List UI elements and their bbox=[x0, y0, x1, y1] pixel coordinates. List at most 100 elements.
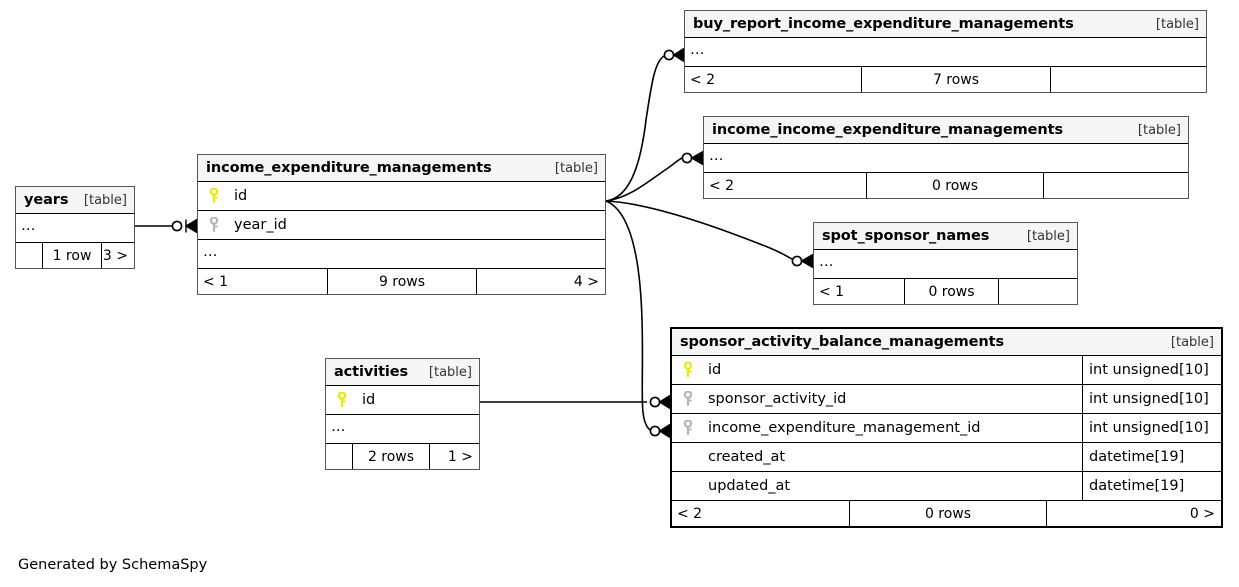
footer-row-count[interactable]: 1 row bbox=[42, 243, 102, 268]
connector-circle bbox=[649, 425, 661, 437]
column-name-label: updated_at bbox=[708, 478, 791, 494]
column-main-cell: sponsor_activity_id bbox=[672, 385, 1082, 413]
table-kind-label: [table] bbox=[554, 160, 598, 176]
footer-children-count[interactable]: 4 > bbox=[573, 273, 599, 290]
column-row-id[interactable]: id int unsigned[10] bbox=[672, 356, 1221, 385]
table-footer-sponsor_activity_balance_managements: < 2 0 rows 0 > bbox=[672, 501, 1221, 526]
column-name-label: id bbox=[362, 392, 376, 408]
table-header-sponsor_activity_balance_managements[interactable]: sponsor_activity_balance_managements[tab… bbox=[672, 329, 1221, 356]
edge-ie-to-income-income bbox=[605, 157, 683, 202]
primary-key-icon bbox=[206, 187, 222, 204]
table-header-buy_report_income_expenditure_managements[interactable]: buy_report_income_expenditure_management… bbox=[685, 11, 1206, 38]
more-columns-cell: … bbox=[704, 144, 1188, 172]
footer-parents-count[interactable]: < 1 bbox=[819, 283, 845, 300]
footer-children-count[interactable]: 1 > bbox=[447, 448, 473, 465]
column-main-cell: income_expenditure_management_id bbox=[672, 414, 1082, 442]
primary-key-icon bbox=[680, 361, 696, 378]
edge-ie-to-sponsor-activity bbox=[605, 200, 651, 431]
more-columns-row[interactable]: … bbox=[814, 250, 1077, 279]
more-columns-row[interactable]: … bbox=[198, 240, 605, 269]
footer-parents-count[interactable] bbox=[326, 444, 352, 469]
ellipsis-label: … bbox=[709, 148, 725, 164]
more-columns-row[interactable]: … bbox=[685, 38, 1206, 67]
more-columns-row[interactable]: … bbox=[16, 214, 134, 243]
column-name-label: id bbox=[708, 362, 722, 378]
crow-foot-icon bbox=[184, 218, 198, 234]
table-footer-spot_sponsor_names: < 1 0 rows bbox=[814, 279, 1077, 304]
column-name-label: id bbox=[234, 188, 248, 204]
connector-circle bbox=[681, 152, 693, 164]
more-columns-cell: … bbox=[198, 240, 605, 268]
connector-circle bbox=[649, 396, 661, 408]
footer-row-count[interactable]: 0 rows bbox=[849, 501, 1047, 526]
table-node-income_expenditure_managements[interactable]: income_expenditure_managements[table]id y… bbox=[197, 154, 606, 295]
footer-parents-count[interactable]: < 2 bbox=[709, 177, 735, 194]
table-node-activities[interactable]: activities[table] id … 2 rows 1 > bbox=[325, 358, 480, 470]
column-type-label: datetime[19] bbox=[1082, 443, 1221, 471]
primary-key-icon bbox=[334, 391, 350, 408]
table-footer-buy_report_income_expenditure_managements: < 2 7 rows bbox=[685, 67, 1206, 92]
column-type-label: int unsigned[10] bbox=[1082, 356, 1221, 384]
column-row-id[interactable]: id bbox=[198, 182, 605, 211]
footer-children-count[interactable]: 0 > bbox=[1189, 505, 1215, 522]
foreign-key-icon bbox=[206, 216, 222, 233]
footer-parents-count[interactable]: < 2 bbox=[677, 505, 703, 522]
footer-parents-count[interactable]: < 1 bbox=[203, 273, 229, 290]
footer-children-count[interactable] bbox=[999, 279, 1077, 304]
table-footer-income_expenditure_managements: < 1 9 rows 4 > bbox=[198, 269, 605, 294]
column-name-label: income_expenditure_management_id bbox=[708, 420, 981, 436]
column-name-label: sponsor_activity_id bbox=[708, 391, 847, 407]
column-main-cell: id bbox=[326, 386, 479, 414]
more-columns-cell: … bbox=[814, 250, 1077, 278]
table-header-spot_sponsor_names[interactable]: spot_sponsor_names[table] bbox=[814, 223, 1077, 250]
table-footer-activities: 2 rows 1 > bbox=[326, 444, 479, 469]
crow-foot-icon bbox=[658, 423, 671, 439]
table-node-spot_sponsor_names[interactable]: spot_sponsor_names[table]… < 1 0 rows bbox=[813, 222, 1078, 305]
table-node-sponsor_activity_balance_managements[interactable]: sponsor_activity_balance_managements[tab… bbox=[670, 327, 1223, 528]
ellipsis-label: … bbox=[203, 244, 219, 260]
column-main-cell: year_id bbox=[198, 211, 605, 239]
footer-parents-count[interactable]: < 2 bbox=[690, 71, 716, 88]
table-header-income_income_expenditure_managements[interactable]: income_income_expenditure_managements [ta… bbox=[704, 117, 1188, 144]
footer-children-count[interactable] bbox=[1044, 173, 1188, 198]
footer-children-count[interactable] bbox=[1051, 67, 1206, 92]
table-name-label: income_income_expenditure_managements bbox=[712, 122, 1063, 138]
column-main-cell: id bbox=[198, 182, 605, 210]
connector-circle bbox=[171, 220, 183, 232]
footer-children-count[interactable]: 3 > bbox=[102, 247, 128, 264]
footer-parents-count[interactable] bbox=[16, 243, 42, 268]
ellipsis-label: … bbox=[331, 419, 347, 435]
table-node-buy_report_income_expenditure_managements[interactable]: buy_report_income_expenditure_management… bbox=[684, 10, 1207, 93]
table-kind-label: [table] bbox=[1170, 334, 1214, 350]
no-key-spacer-icon bbox=[680, 478, 696, 494]
more-columns-cell: … bbox=[326, 415, 479, 443]
table-name-label: buy_report_income_expenditure_management… bbox=[693, 16, 1074, 32]
foreign-key-icon bbox=[680, 390, 696, 407]
column-row-year_id[interactable]: year_id bbox=[198, 211, 605, 240]
column-main-cell: updated_at bbox=[672, 472, 1082, 500]
column-main-cell: created_at bbox=[672, 443, 1082, 471]
crow-foot-icon bbox=[690, 150, 704, 166]
no-key-spacer-icon bbox=[680, 449, 696, 465]
table-name-label: spot_sponsor_names bbox=[822, 228, 990, 244]
footer-row-count[interactable]: 2 rows bbox=[352, 444, 430, 469]
column-row-id[interactable]: id bbox=[326, 386, 479, 415]
table-node-income_income_expenditure_managements[interactable]: income_income_expenditure_managements [ta… bbox=[703, 116, 1189, 199]
more-columns-row[interactable]: … bbox=[326, 415, 479, 444]
footer-row-count[interactable]: 0 rows bbox=[904, 279, 999, 304]
more-columns-row[interactable]: … bbox=[704, 144, 1188, 173]
footer-row-count[interactable]: 7 rows bbox=[861, 67, 1051, 92]
table-kind-label: [table] bbox=[1137, 122, 1181, 138]
table-header-activities[interactable]: activities[table] bbox=[326, 359, 479, 386]
footer-row-count[interactable]: 9 rows bbox=[327, 269, 477, 294]
table-header-income_expenditure_managements[interactable]: income_expenditure_managements[table] bbox=[198, 155, 605, 182]
footer-row-count[interactable]: 0 rows bbox=[866, 173, 1044, 198]
table-header-years[interactable]: years[table] bbox=[16, 187, 134, 214]
